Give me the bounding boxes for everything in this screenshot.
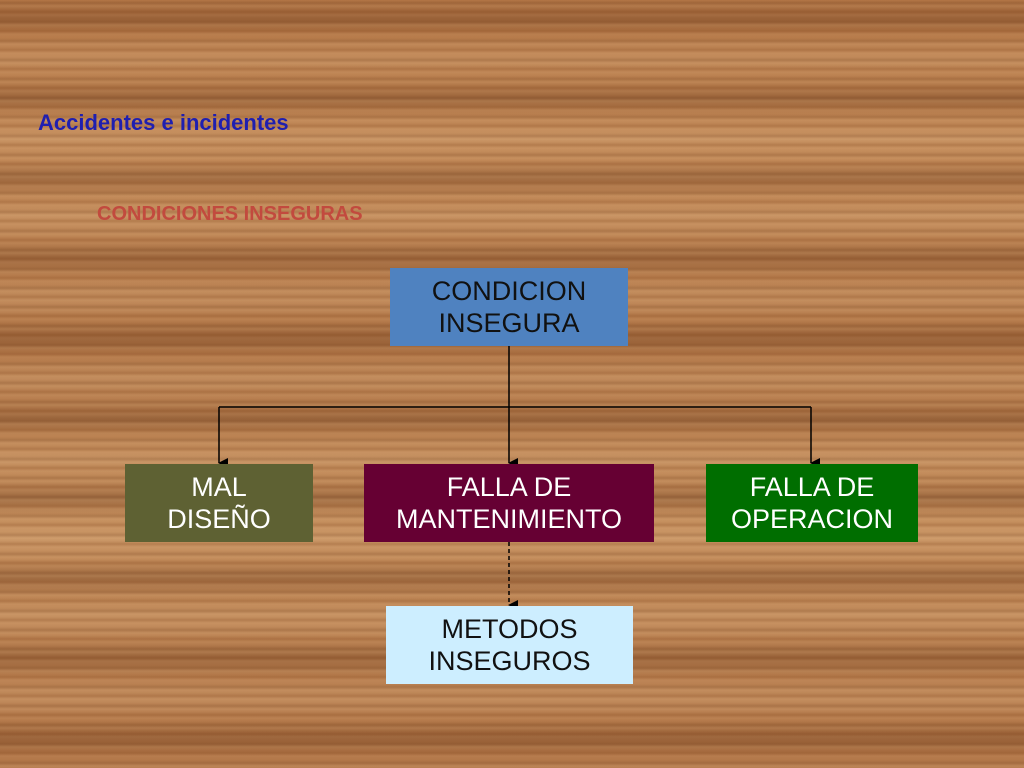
page-title: Accidentes e incidentes [38, 110, 289, 135]
child-node-falla-operacion: FALLA DE OPERACION [706, 464, 918, 542]
child-node-label: FALLA DE MANTENIMIENTO [395, 472, 622, 534]
child-node-mal-diseno: MAL DISEÑO [125, 464, 313, 542]
root-node-condicion-insegura: CONDICION INSEGURA [390, 268, 628, 346]
sub-node-metodos-inseguros: METODOS INSEGUROS [386, 606, 633, 684]
child-node-label: MAL DISEÑO [167, 472, 271, 534]
child-node-falla-mantenimiento: FALLA DE MANTENIMIENTO [364, 464, 654, 542]
root-node-label: CONDICION INSEGURA [431, 276, 587, 338]
section-subtitle: CONDICIONES INSEGURAS [97, 203, 363, 225]
sub-node-label: METODOS INSEGUROS [428, 614, 591, 676]
child-node-label: FALLA DE OPERACION [730, 472, 894, 534]
